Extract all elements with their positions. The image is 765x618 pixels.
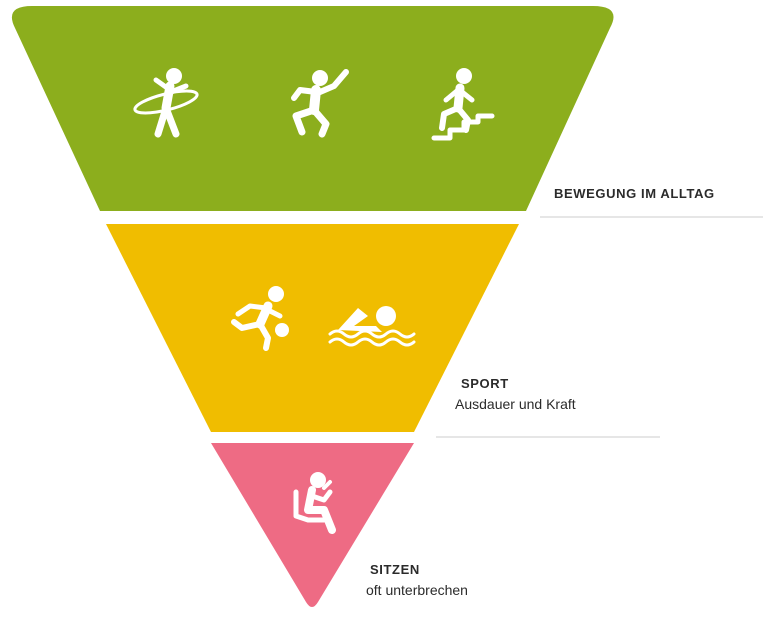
tier-alltag-divider bbox=[540, 216, 763, 218]
tier-sport-title: SPORT bbox=[461, 376, 509, 391]
tier-sport-subtitle: Ausdauer und Kraft bbox=[455, 396, 576, 412]
tier-sport-divider bbox=[436, 436, 660, 438]
swimmer-icon bbox=[328, 306, 416, 347]
soccer-player-icon bbox=[231, 286, 289, 351]
tier-sport-label: SPORT Ausdauer und Kraft bbox=[455, 376, 576, 412]
seated-person-icon bbox=[293, 472, 336, 534]
tier-alltag-title: BEWEGUNG IM ALLTAG bbox=[554, 186, 715, 201]
tier-sport-shape bbox=[106, 224, 519, 432]
tier-sitzen-subtitle: oft unterbrechen bbox=[366, 582, 468, 598]
hula-hoop-person-icon bbox=[133, 68, 199, 138]
tier-sitzen-title: SITZEN bbox=[370, 562, 420, 577]
tier-sitzen-label: SITZEN oft unterbrechen bbox=[366, 562, 468, 598]
jumping-person-icon bbox=[291, 69, 349, 138]
stair-climbing-person-icon bbox=[431, 68, 495, 141]
tier-sitzen-shape bbox=[211, 443, 414, 607]
tier-alltag-label: BEWEGUNG IM ALLTAG bbox=[554, 186, 715, 201]
